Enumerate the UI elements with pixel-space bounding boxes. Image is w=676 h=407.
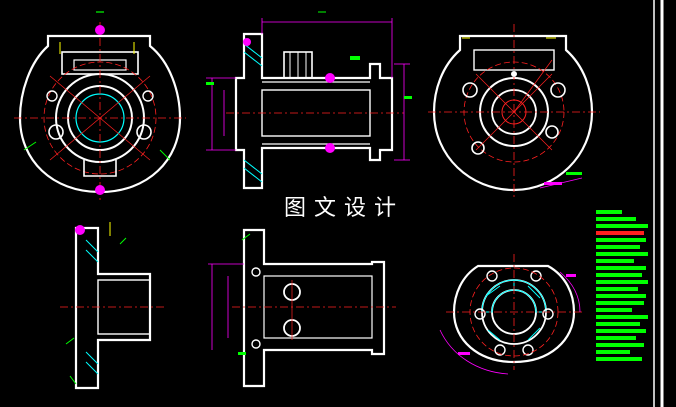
notes-line (596, 224, 648, 228)
notes-line (596, 210, 622, 214)
notes-line (596, 252, 648, 256)
view-bottom-left-side (60, 222, 164, 390)
view-top-right-face (428, 24, 600, 198)
view-top-center-section (206, 11, 412, 190)
notes-line (596, 322, 640, 326)
notes-line (596, 287, 638, 291)
notes-line (596, 259, 634, 263)
notes-line (596, 266, 646, 270)
notes-line (596, 308, 632, 312)
notes-line (596, 357, 642, 361)
notes-line (596, 217, 636, 221)
drawing-title: 图文设计 (283, 196, 404, 221)
notes-line (596, 315, 648, 319)
notes-line (596, 238, 646, 242)
notes-line (596, 245, 640, 249)
notes-line (596, 329, 646, 333)
view-bottom-center-body (208, 228, 396, 388)
notes-line (596, 273, 642, 277)
notes-line (596, 336, 636, 340)
notes-line (596, 231, 644, 235)
notes-line (596, 343, 644, 347)
technical-notes-block (596, 210, 648, 361)
view-bottom-right-flange (439, 254, 582, 375)
notes-line (596, 294, 646, 298)
notes-line (596, 350, 630, 354)
notes-line (596, 280, 648, 284)
view-top-left-face (14, 11, 186, 200)
notes-line (596, 301, 644, 305)
sheet-frame (653, 0, 664, 407)
